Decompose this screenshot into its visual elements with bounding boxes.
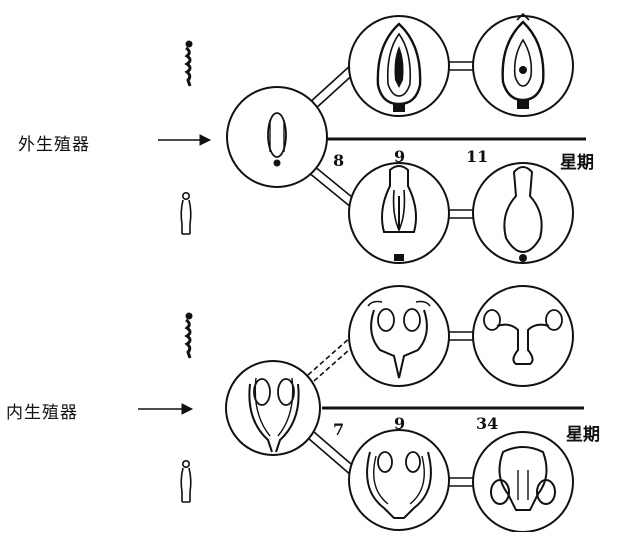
internal-male-week9 [348, 285, 450, 387]
internal-section-drawing [138, 285, 584, 533]
external-female-week11 [472, 162, 574, 264]
internal-male-week34 [472, 285, 574, 387]
internal-arrow [138, 403, 194, 415]
external-week-label-1: 8 [333, 151, 345, 170]
external-connectors [307, 61, 476, 219]
external-female-figure-icon [180, 192, 192, 235]
external-week-label-2: 9 [394, 147, 406, 166]
internal-female-figure-icon [180, 459, 192, 503]
internal-female-week34 [472, 431, 574, 533]
external-female-week9 [348, 162, 450, 264]
external-section-drawing [158, 12, 586, 264]
internal-week-label-1: 7 [333, 420, 345, 439]
internal-weeks-unit-label: 星期 [566, 425, 600, 445]
external-week-label-3: 11 [466, 147, 489, 166]
internal-week-label-3: 34 [476, 414, 499, 433]
external-male-week11 [472, 12, 574, 117]
internal-male-figure-icon [184, 311, 194, 360]
external-male-figure-icon [184, 39, 194, 88]
external-weeks-unit-label: 星期 [560, 153, 594, 173]
external-arrow [158, 134, 212, 146]
internal-week-label-2: 9 [394, 414, 406, 433]
internal-genitalia-label: 内生殖器 [6, 403, 78, 423]
external-male-week9 [348, 15, 450, 117]
external-start-circle [226, 86, 328, 188]
external-genitalia-label: 外生殖器 [18, 135, 90, 155]
internal-female-week9 [348, 429, 450, 531]
internal-start-circle [225, 360, 321, 456]
